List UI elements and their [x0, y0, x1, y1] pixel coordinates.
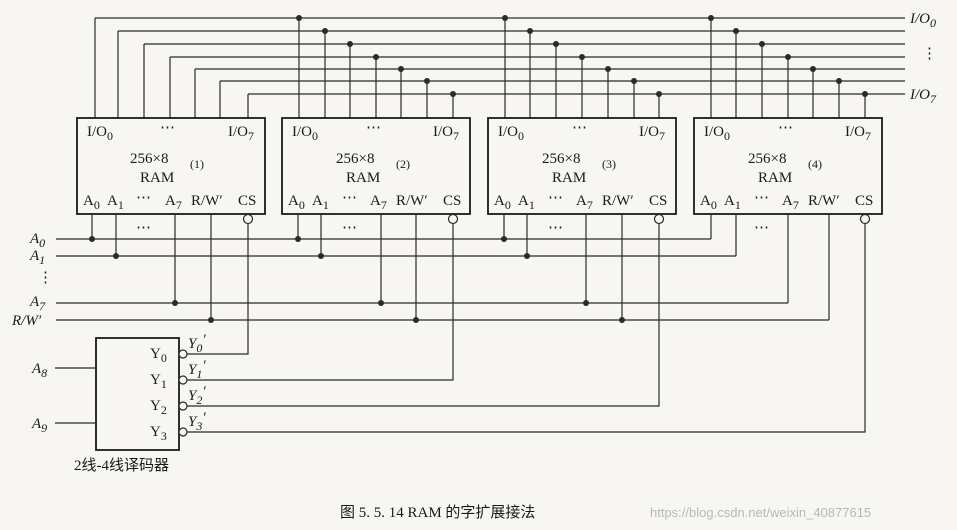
chip2-index-label: (2)	[396, 157, 410, 171]
chip3-io-lines	[502, 15, 662, 118]
chip4-index-label: (4)	[808, 157, 822, 171]
chip4-rw-pin: R/W′	[808, 193, 840, 209]
chip3-cs-pin: CS	[649, 193, 667, 209]
ram-chip-4: I/O0 ⋯ I/O7 256×8 (4) RAM A0 A1 ⋯ A7 R/W…	[693, 117, 883, 215]
chip3-io0-pin: I/O0	[498, 124, 524, 143]
io7-bus-label: I/O7	[909, 87, 937, 106]
cs-bubbles	[242, 213, 871, 225]
chip3-io7-pin: I/O7	[639, 124, 665, 143]
chip1-io7-pin: I/O7	[228, 124, 254, 143]
io-bus	[95, 17, 905, 95]
chip1-index-label: (1)	[190, 157, 204, 171]
chip3-a-dots: ⋯	[548, 190, 563, 206]
chip2-io7-pin: I/O7	[433, 124, 459, 143]
a0-bus-label: A0	[29, 231, 45, 250]
decoder-label: 2线-4线译码器	[74, 457, 169, 474]
chip1-io-dots: ⋯	[160, 120, 175, 136]
bus-dots-4: ⋯	[754, 220, 769, 236]
decoder-2to4: A8 A9 Y0 Y1 Y2 Y3 2线-4线译码器	[31, 337, 188, 474]
chip1-bus-connections	[89, 214, 214, 323]
chip1-io0-pin: I/O0	[87, 124, 113, 143]
chip4-a0-pin: A0	[700, 193, 717, 212]
io0-bus-label: I/O0	[909, 11, 936, 30]
address-bus-vdots: ⋮	[38, 270, 53, 286]
chip4-io-lines	[708, 15, 868, 118]
watermark: https://blog.csdn.net/weixin_40877615	[650, 505, 871, 520]
chip1-io-lines	[94, 18, 249, 118]
chip3-rw-pin: R/W′	[602, 193, 634, 209]
ram-chip-2: I/O0 ⋯ I/O7 256×8 (2) RAM A0 A1 ⋯ A7 R/W…	[281, 117, 471, 215]
y1-signal-label: Y1′	[188, 358, 206, 381]
decoder-pin-y3: Y3	[150, 424, 167, 443]
chip3-index-label: (3)	[602, 157, 616, 171]
bus-dots-3: ⋯	[548, 220, 563, 236]
chip4-io0-pin: I/O0	[704, 124, 730, 143]
decoder-pin-y1: Y1	[150, 372, 167, 391]
chip1-cs-pin: CS	[238, 193, 256, 209]
chip1-a1-pin: A1	[107, 193, 124, 212]
chip4-type-label: RAM	[758, 170, 792, 186]
chip2-size-label: 256×8	[336, 151, 374, 167]
a7-bus-label: A7	[29, 294, 46, 313]
chip3-a1-pin: A1	[518, 193, 535, 212]
chip2-io-dots: ⋯	[366, 120, 381, 136]
chip4-io7-pin: I/O7	[845, 124, 871, 143]
chip4-cs-pin: CS	[855, 193, 873, 209]
chip4-a1-pin: A1	[724, 193, 741, 212]
io-bus-vdots: ⋮	[922, 46, 937, 62]
figure-caption: 图 5. 5. 14 RAM 的字扩展接法	[340, 504, 535, 521]
chip2-a0-pin: A0	[288, 193, 305, 212]
chip3-a7-pin: A7	[576, 193, 593, 212]
decoder-pin-y0: Y0	[150, 346, 167, 365]
chip2-io0-pin: I/O0	[292, 124, 318, 143]
chip4-io-dots: ⋯	[778, 120, 793, 136]
chip1-a-dots: ⋯	[136, 190, 151, 206]
chip3-bus-connections	[501, 214, 625, 323]
ram-chip-1: I/O0 ⋯ I/O7 256×8 (1) RAM A0 A1 ⋯ A7 R/W…	[76, 117, 266, 215]
address-bus	[56, 238, 829, 321]
bus-dots-2: ⋯	[342, 220, 357, 236]
y2-signal-label: Y2′	[188, 384, 206, 407]
chip1-rw-pin: R/W′	[191, 193, 223, 209]
chip2-bus-connections	[295, 214, 419, 323]
chip4-size-label: 256×8	[748, 151, 786, 167]
chip2-cs-pin: CS	[443, 193, 461, 209]
chip2-io-lines	[296, 15, 456, 118]
chip2-type-label: RAM	[346, 170, 380, 186]
chip4-a7-pin: A7	[782, 193, 799, 212]
decoder-pin-y2: Y2	[150, 398, 167, 417]
decoder-input-a9: A9	[31, 416, 47, 435]
chip3-type-label: RAM	[552, 170, 586, 186]
chip2-a1-pin: A1	[312, 193, 329, 212]
y3-signal-label: Y3′	[188, 410, 206, 433]
chip3-a0-pin: A0	[494, 193, 511, 212]
chip2-rw-pin: R/W′	[396, 193, 428, 209]
bus-dots-1: ⋯	[136, 220, 151, 236]
rw-bus-label: R/W′	[11, 313, 42, 329]
chip2-a7-pin: A7	[370, 193, 387, 212]
chip3-size-label: 256×8	[542, 151, 580, 167]
decoder-input-a8: A8	[31, 361, 47, 380]
chip4-bus-connections	[710, 214, 830, 320]
ram-chip-3: I/O0 ⋯ I/O7 256×8 (3) RAM A0 A1 ⋯ A7 R/W…	[487, 117, 677, 215]
chip1-size-label: 256×8	[130, 151, 168, 167]
chip3-io-dots: ⋯	[572, 120, 587, 136]
a1-bus-label: A1	[29, 248, 45, 267]
chip1-a0-pin: A0	[83, 193, 100, 212]
chip2-a-dots: ⋯	[342, 190, 357, 206]
chip-select-wires	[187, 224, 866, 433]
chip1-a7-pin: A7	[165, 193, 182, 212]
y0-signal-label: Y0′	[188, 332, 206, 355]
chip4-a-dots: ⋯	[754, 190, 769, 206]
chip1-type-label: RAM	[140, 170, 174, 186]
